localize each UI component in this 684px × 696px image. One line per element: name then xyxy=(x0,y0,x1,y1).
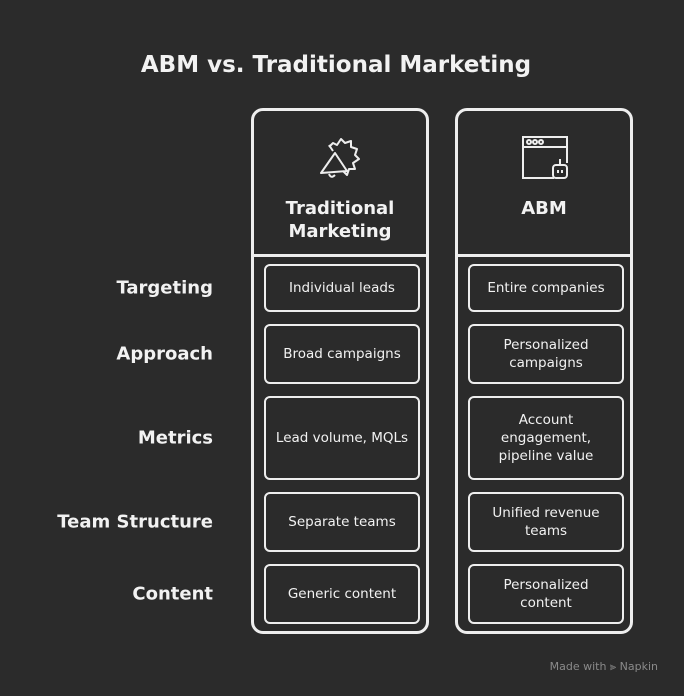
column-title: ABM xyxy=(521,198,567,219)
row-label: Targeting xyxy=(116,277,213,299)
diagram-title: ABM vs. Traditional Marketing xyxy=(140,52,532,78)
column-header: ABM xyxy=(458,111,630,257)
row-label: Content xyxy=(132,583,213,605)
row-label: Team Structure xyxy=(57,511,213,533)
comparison-cell: Broad campaigns xyxy=(264,324,420,384)
column-abm: ABM xyxy=(455,108,633,634)
comparison-cell: Personalized content xyxy=(468,564,624,624)
comparison-cell: Separate teams xyxy=(264,492,420,552)
comparison-cell: Generic content xyxy=(264,564,420,624)
comparison-cell: Personalized campaigns xyxy=(468,324,624,384)
comparison-cell: Individual leads xyxy=(264,264,420,312)
comparison-cell: Unified revenue teams xyxy=(468,492,624,552)
megaphone-icon xyxy=(320,138,360,178)
comparison-cell: Account engagement, pipeline value xyxy=(468,396,624,480)
column-title: Traditional Marketing xyxy=(285,198,395,242)
browser-robot-icon xyxy=(522,136,568,179)
comparison-cell: Lead volume, MQLs xyxy=(264,396,420,480)
row-label: Metrics xyxy=(137,427,213,449)
made-with-napkin-credit[interactable]: Made with ⫸ Napkin xyxy=(549,660,658,673)
column-traditional: Traditional Marketing xyxy=(251,108,429,634)
row-label: Approach xyxy=(116,343,213,365)
comparison-cell: Entire companies xyxy=(468,264,624,312)
column-header: Traditional Marketing xyxy=(254,111,426,257)
